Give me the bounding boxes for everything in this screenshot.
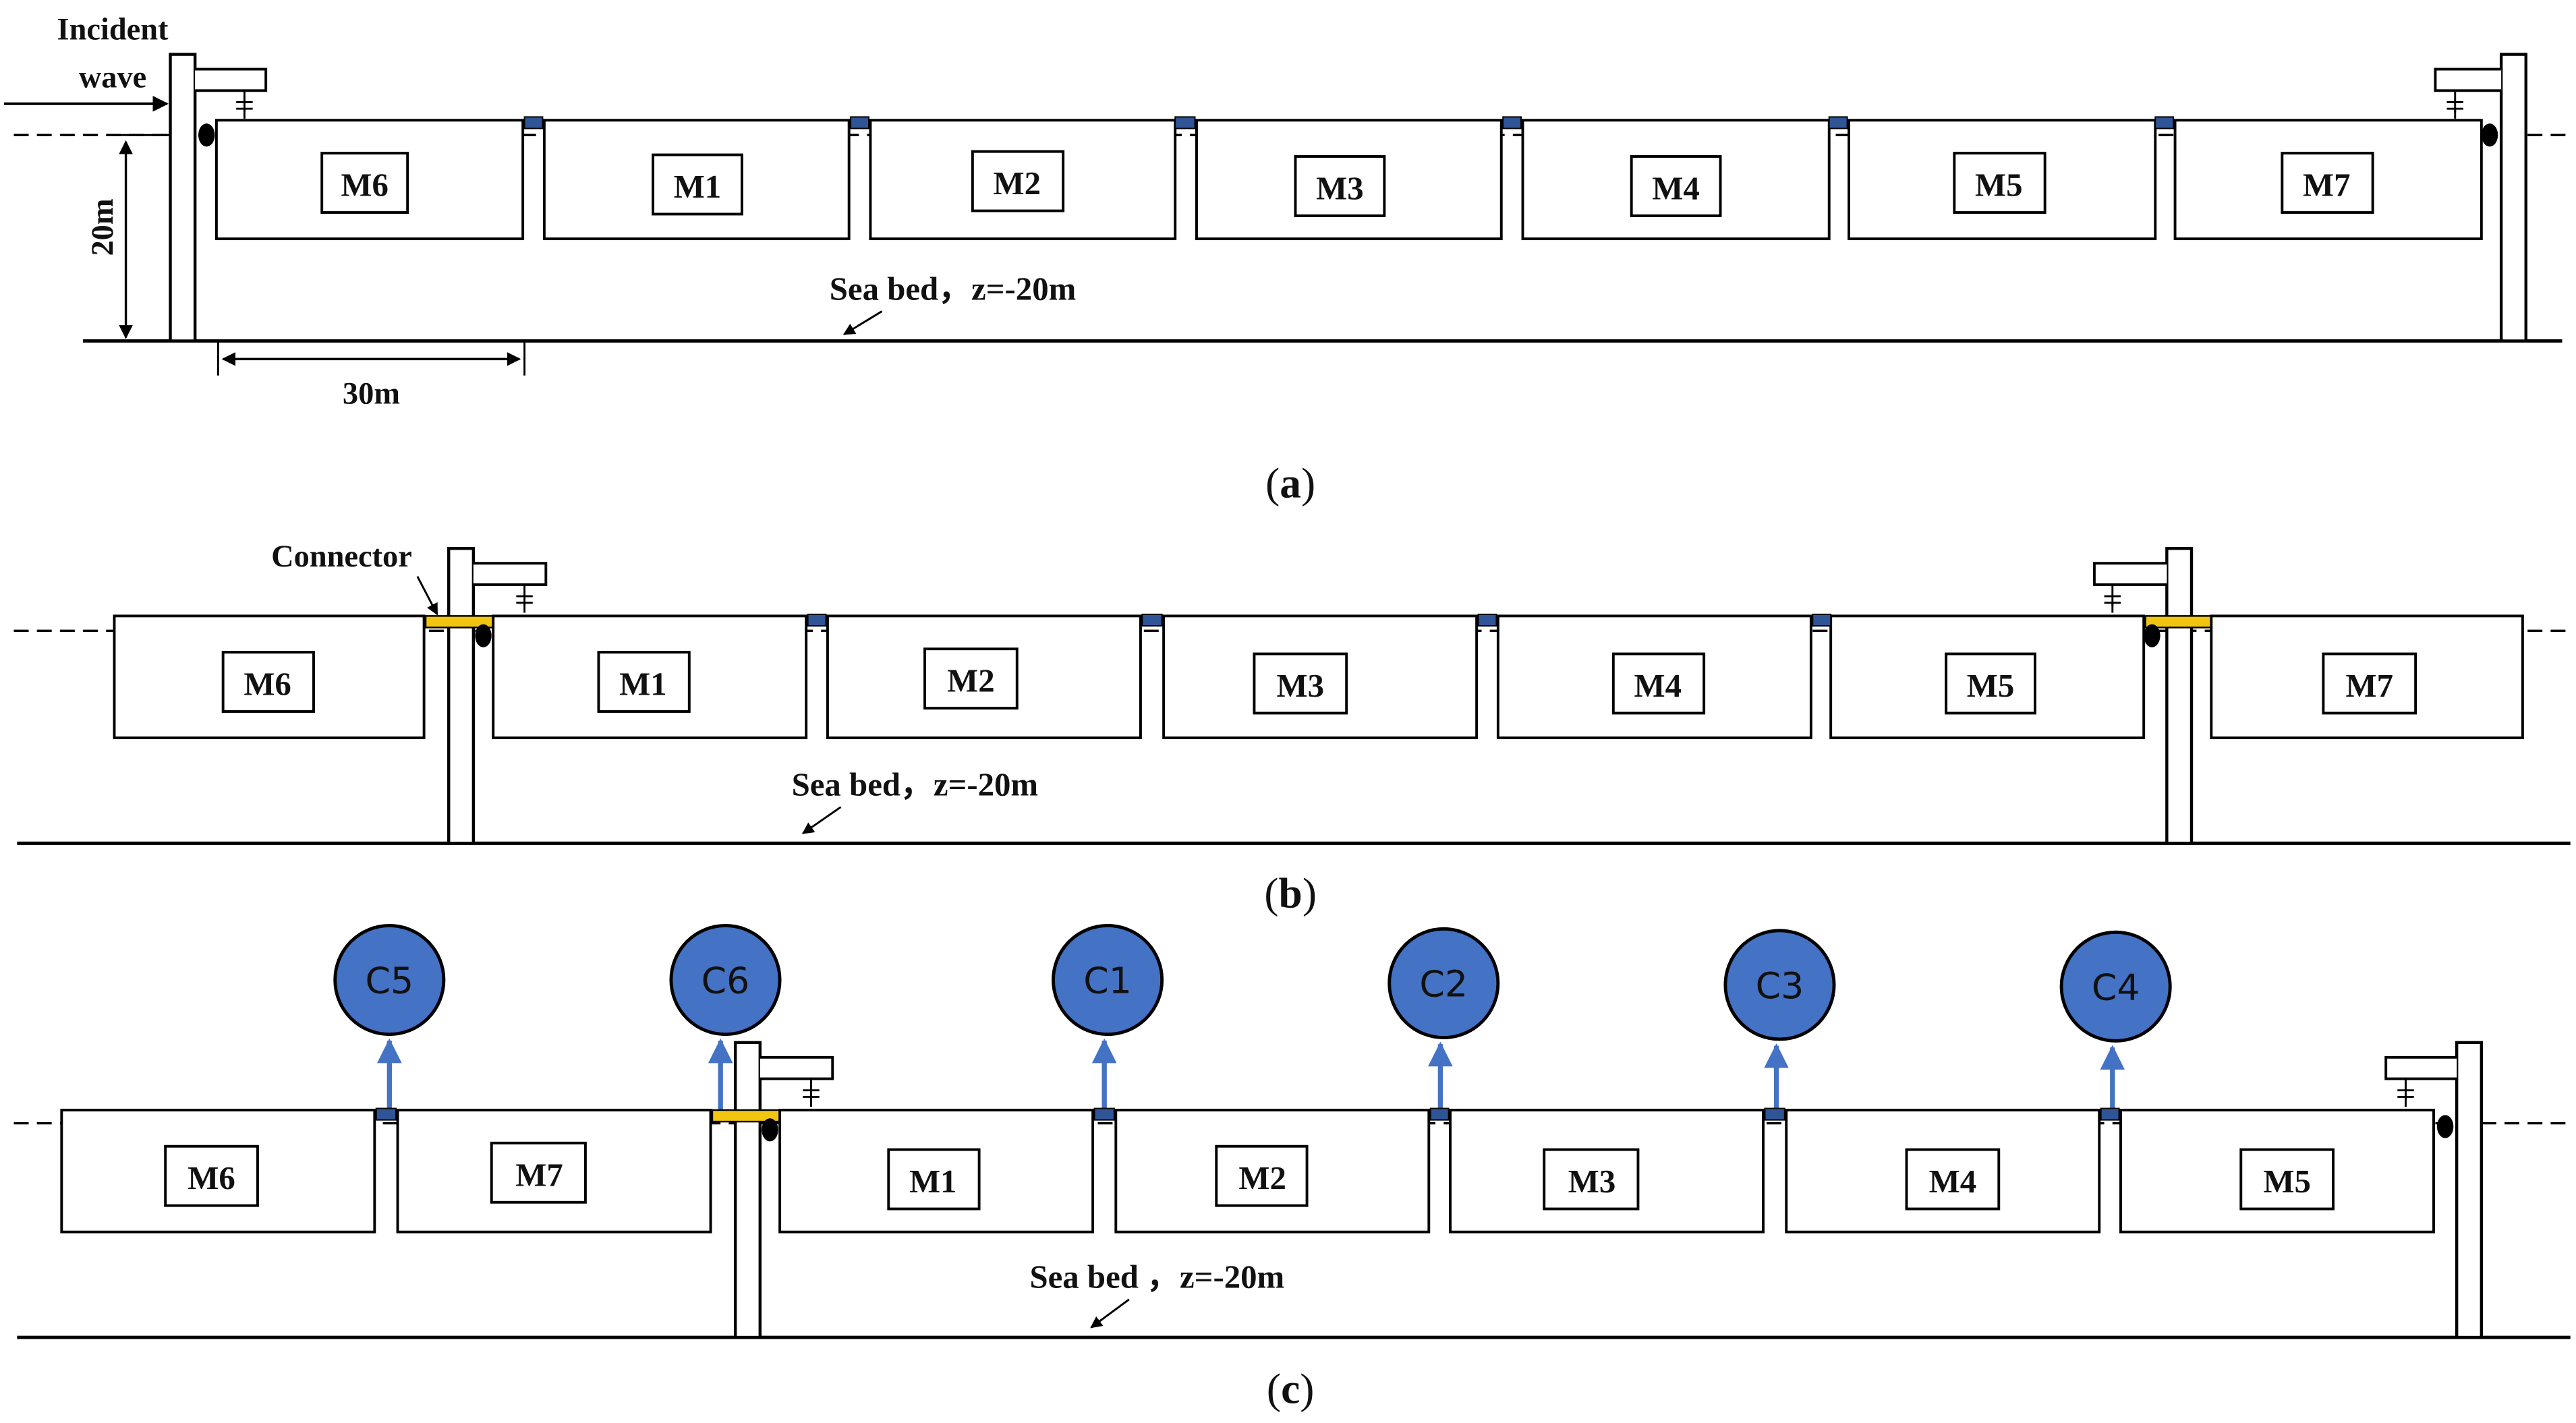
module-b-3: M2	[826, 614, 1142, 740]
pile-bracket-right-a	[2434, 67, 2502, 92]
pile-right-c	[2455, 1041, 2484, 1339]
svg-text:M7: M7	[2346, 667, 2394, 704]
svg-text:M1: M1	[909, 1163, 957, 1200]
svg-text:C1: C1	[1083, 960, 1132, 1002]
seabed-pointer-b	[801, 806, 842, 834]
svg-text:C3: C3	[1756, 964, 1804, 1007]
svg-text:C4: C4	[2092, 966, 2140, 1008]
svg-text:M3: M3	[1568, 1163, 1616, 1200]
svg-text:M4: M4	[1634, 667, 1682, 704]
seabed-pointer-a	[842, 310, 883, 336]
pile-left-c	[733, 1041, 762, 1339]
module-a-7: M7	[2173, 119, 2483, 241]
module-c-7: M5	[2119, 1109, 2435, 1233]
svg-text:M1: M1	[619, 666, 667, 703]
svg-text:C2: C2	[1419, 962, 1468, 1005]
depth-label-a: 20m	[86, 198, 120, 256]
seabed-pointer-c	[1090, 1298, 1130, 1329]
pile-bracket-left-a	[195, 67, 268, 92]
circle-c-5: C3	[1723, 929, 1836, 1112]
seabed-label-c: Sea bed ，z=-20m	[1029, 1258, 1284, 1296]
module-a-2: M1	[542, 119, 851, 241]
module-b-5: M4	[1496, 614, 1812, 740]
hinges-b	[807, 613, 1832, 627]
svg-text:M3: M3	[1316, 169, 1364, 206]
caption-a: (a)	[1265, 459, 1315, 507]
hinges-c	[375, 1107, 2120, 1121]
pile-left-b	[447, 547, 476, 845]
svg-text:C6: C6	[702, 960, 750, 1002]
hinge-right-a	[2481, 123, 2498, 147]
svg-text:M3: M3	[1277, 667, 1325, 704]
svg-text:M5: M5	[1967, 667, 2015, 704]
module-a-1: M6	[214, 119, 525, 241]
panel-b: Connector Sea bed，z=-20m M6 M1	[13, 540, 2571, 917]
width-label-a: 30m	[343, 376, 400, 411]
circle-c-6: C4	[2059, 930, 2172, 1112]
caption-c: (c)	[1267, 1365, 1315, 1413]
svg-text:M2: M2	[1238, 1159, 1286, 1196]
hinges-a	[523, 116, 2175, 129]
svg-text:M6: M6	[341, 167, 389, 204]
hinge-right-c	[2436, 1115, 2454, 1138]
circle-c-2: C6	[669, 924, 782, 1112]
pile-bracket-left-c	[760, 1055, 834, 1080]
svg-text:M4: M4	[1652, 169, 1700, 206]
circle-c-1: C5	[333, 924, 446, 1112]
svg-text:C5: C5	[365, 960, 413, 1002]
svg-text:M2: M2	[947, 662, 995, 699]
hinge-left-a	[198, 123, 215, 147]
svg-text:M4: M4	[1929, 1163, 1977, 1200]
pile-bracket-right-c	[2384, 1055, 2457, 1080]
module-b-1: M6	[113, 614, 426, 740]
incident-wave-label-2: wave	[79, 60, 146, 94]
module-b-7: M7	[2210, 614, 2524, 740]
module-b-2: M1	[492, 614, 808, 740]
connector-pointer	[416, 576, 438, 616]
module-a-5: M4	[1521, 119, 1831, 241]
svg-text:M1: M1	[674, 168, 722, 205]
module-a-4: M3	[1195, 119, 1503, 241]
hinge-left-b	[475, 624, 492, 647]
hinge-left-c	[762, 1118, 778, 1142]
seabed-label-b: Sea bed，z=-20m	[792, 766, 1039, 803]
svg-text:M7: M7	[2303, 167, 2351, 204]
module-c-5: M3	[1449, 1109, 1765, 1233]
svg-text:M2: M2	[994, 165, 1041, 202]
pile-bracket-left-b	[473, 562, 548, 586]
svg-text:M5: M5	[1975, 167, 2023, 204]
damper-left-a	[236, 100, 253, 119]
circle-c-3: C1	[1052, 924, 1164, 1112]
damper-right-a	[2446, 100, 2463, 119]
module-c-4: M2	[1114, 1109, 1431, 1233]
module-c-2: M7	[396, 1109, 712, 1233]
module-c-3: M1	[778, 1109, 1095, 1233]
circle-c-4: C2	[1387, 927, 1500, 1112]
svg-text:M7: M7	[515, 1156, 563, 1193]
svg-text:M6: M6	[244, 666, 291, 703]
panel-a: Incident wave 20m 30m Sea bed，z=-20m M	[3, 13, 2571, 507]
hinge-right-b	[2144, 624, 2160, 647]
module-a-3: M2	[869, 119, 1177, 241]
svg-text:M5: M5	[2263, 1163, 2311, 1200]
module-b-6: M5	[1829, 614, 2146, 740]
panel-c: C5 C6 C1 C2 C3 C4	[13, 924, 2571, 1413]
pile-left-a	[169, 53, 197, 343]
module-c-6: M4	[1785, 1109, 2101, 1233]
pile-right-a	[2499, 53, 2527, 343]
module-a-6: M5	[1848, 119, 2157, 241]
connector-label: Connector	[271, 540, 412, 574]
pile-bracket-right-b	[2092, 562, 2167, 586]
caption-b: (b)	[1264, 869, 1317, 917]
module-b-4: M3	[1162, 614, 1479, 740]
module-c-1: M6	[60, 1109, 376, 1233]
seabed-label-a: Sea bed，z=-20m	[830, 270, 1077, 307]
svg-text:M6: M6	[188, 1159, 235, 1196]
incident-wave-label-1: Incident	[57, 13, 169, 47]
pile-right-b	[2165, 547, 2194, 845]
